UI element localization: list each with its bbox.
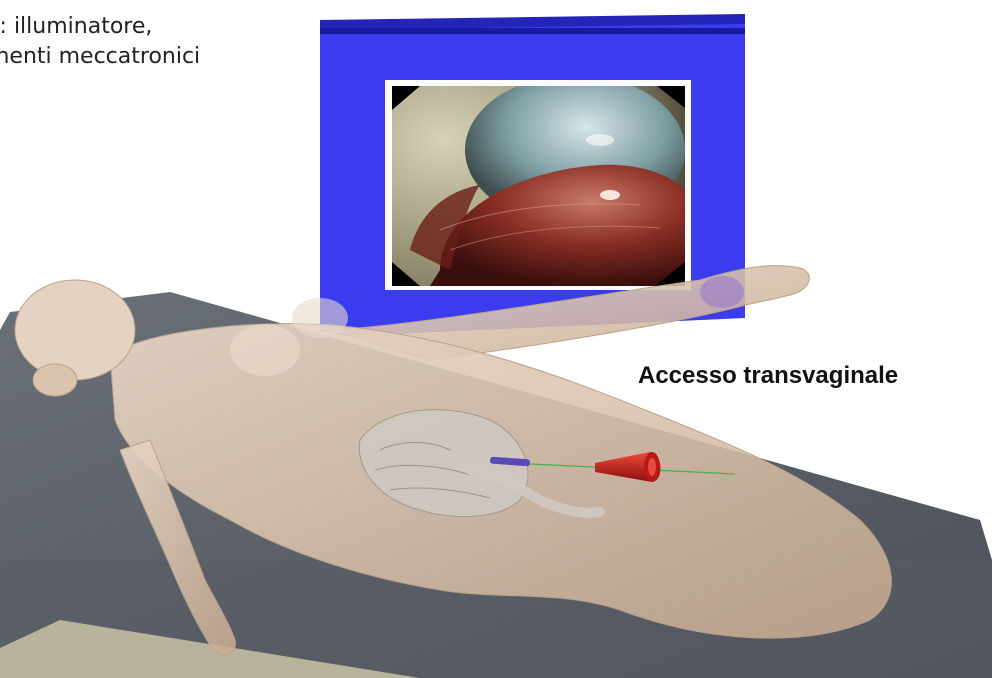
- access-label: Accesso transvaginale: [638, 362, 898, 390]
